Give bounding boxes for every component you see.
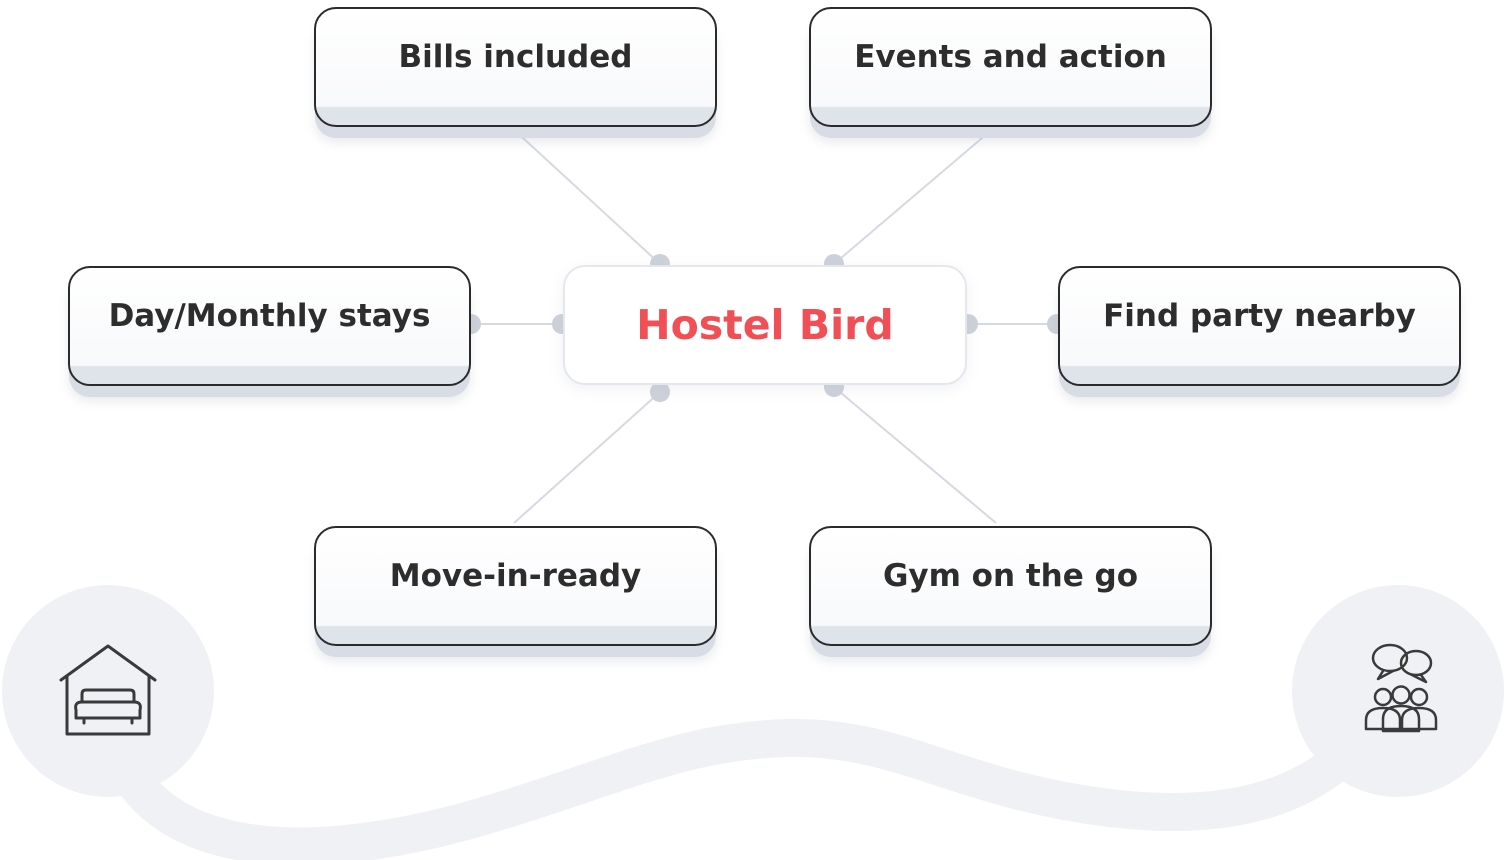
connector-events (833, 126, 996, 265)
wave-track (89, 671, 1417, 860)
connector-dot (650, 382, 670, 402)
connector-move-in (513, 391, 661, 524)
feature-card-events: Events and action (809, 7, 1212, 127)
people-chat-icon (1364, 643, 1438, 733)
connector-gym (833, 386, 997, 524)
feature-label-stays: Day/Monthly stays (108, 298, 431, 334)
center-title: Hostel Bird (636, 301, 894, 349)
feature-card-gym: Gym on the go (809, 526, 1212, 646)
feature-card-move-in: Move-in-ready (314, 526, 717, 646)
feature-card-bills: Bills included (314, 7, 717, 127)
center-node: Hostel Bird (563, 265, 967, 385)
feature-label-party: Find party nearby (1103, 298, 1416, 334)
feature-card-stays: Day/Monthly stays (68, 266, 471, 386)
community-icon-circle (1292, 585, 1504, 797)
feature-label-bills: Bills included (398, 39, 633, 75)
feature-card-party: Find party nearby (1058, 266, 1461, 386)
feature-label-move-in: Move-in-ready (389, 558, 642, 594)
connector-bills (510, 126, 661, 265)
feature-label-events: Events and action (854, 39, 1167, 75)
house-with-sofa-icon (59, 644, 157, 736)
feature-label-gym: Gym on the go (882, 558, 1139, 594)
